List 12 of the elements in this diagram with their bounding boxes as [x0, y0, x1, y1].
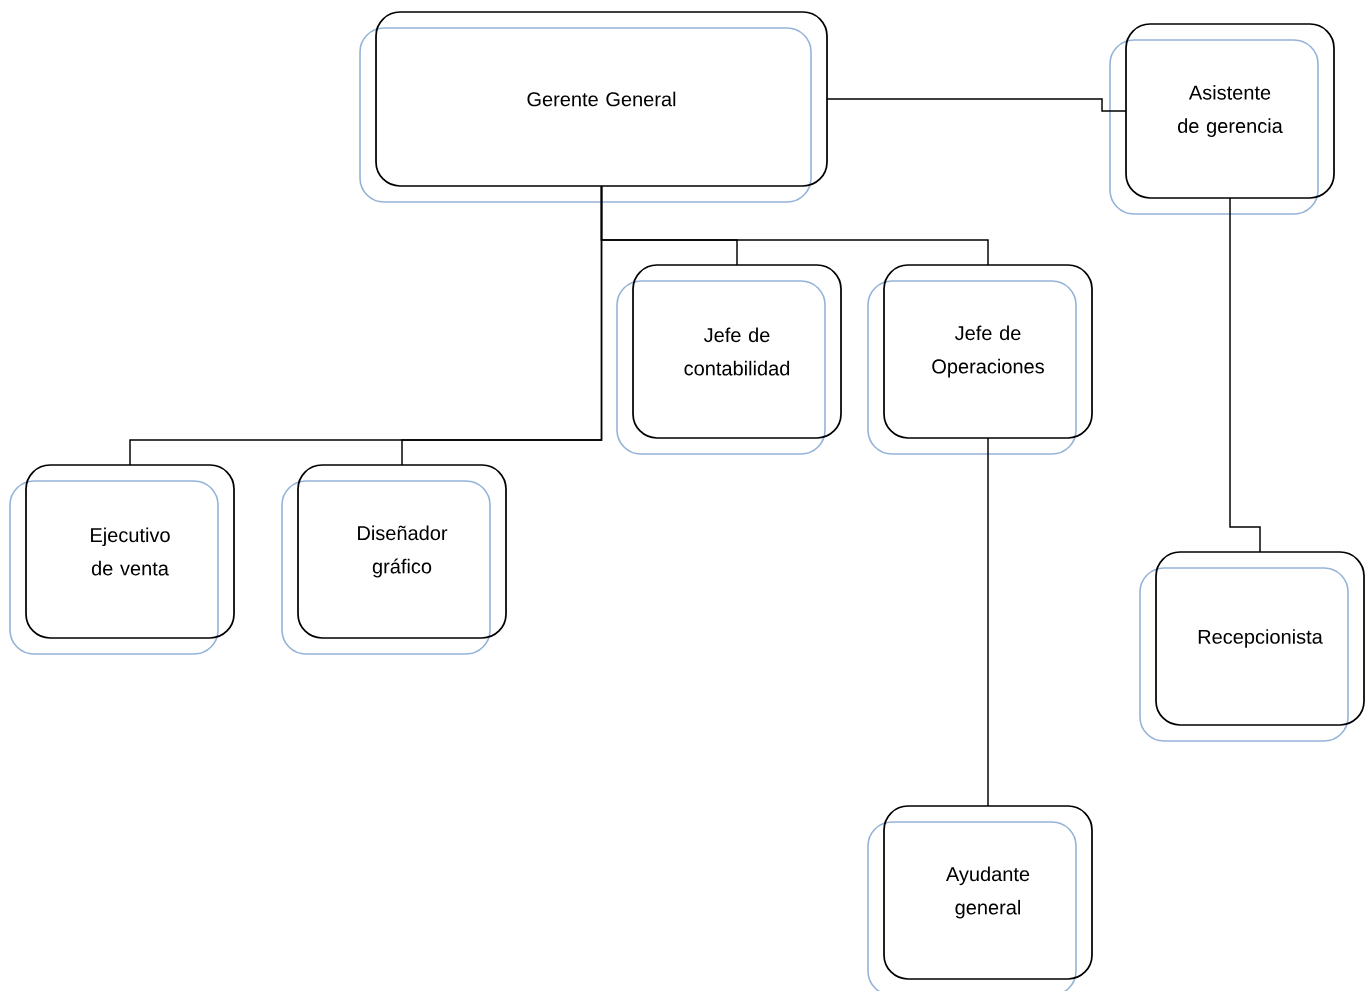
org-box: Ayudante general	[867, 805, 1093, 991]
connector-line	[987, 437, 989, 807]
org-box: Ejecutivo de venta	[9, 464, 235, 655]
org-box: Diseñador gráfico	[281, 464, 507, 655]
org-box: Recepcionista	[1139, 551, 1365, 742]
org-box: Gerente General	[359, 11, 828, 203]
connector-line	[826, 98, 1127, 112]
org-box: Asistente de gerencia	[1109, 23, 1335, 215]
org-box: Jefe de Operaciones	[867, 264, 1093, 455]
connector-line	[401, 185, 603, 466]
connector-line	[1229, 197, 1261, 553]
org-box: Jefe de contabilidad	[616, 264, 842, 455]
